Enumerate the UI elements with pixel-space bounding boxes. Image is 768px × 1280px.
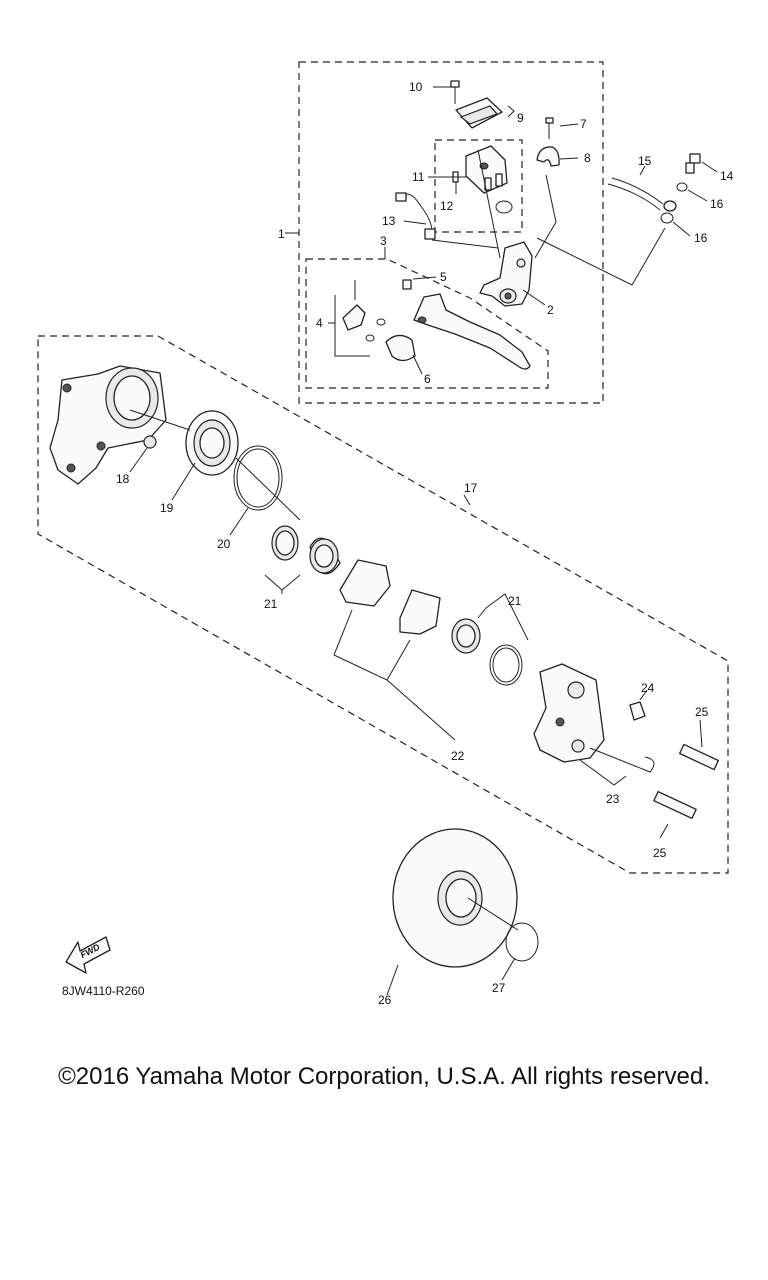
leader-lines (129, 86, 718, 996)
callout-26: 26 (378, 993, 392, 1007)
callout-5: 5 (440, 270, 447, 284)
lever-assembly-frame (305, 258, 549, 389)
callout-9: 9 (517, 111, 524, 125)
callout-11: 11 (412, 170, 425, 184)
caliper-assembly-frame (37, 335, 729, 874)
callout-21a: 21 (264, 597, 278, 611)
caliper-parts (49, 365, 719, 820)
callout-3: 3 (380, 234, 387, 248)
callout-18: 18 (116, 472, 130, 486)
callout-13: 13 (382, 214, 396, 228)
callout-16a: 16 (710, 197, 724, 211)
callout-15: 15 (638, 154, 652, 168)
callout-7: 7 (580, 117, 587, 131)
fwd-arrow-icon: FWD (65, 936, 111, 974)
callout-27: 27 (492, 981, 506, 995)
callout-2: 2 (547, 303, 554, 317)
disc-circlip (505, 922, 539, 962)
callout-8: 8 (584, 151, 591, 165)
callout-4: 4 (316, 316, 323, 330)
brake-lever (413, 293, 531, 370)
diagram-code: 8JW4110-R260 (62, 984, 145, 998)
brake-pad-outer (339, 559, 391, 607)
master-cylinder-holder (536, 146, 560, 167)
brake-disc (392, 828, 518, 968)
callout-10: 10 (409, 80, 423, 94)
callout-17: 17 (464, 481, 478, 495)
callout-1: 1 (278, 227, 285, 241)
callout-21b: 21 (508, 594, 522, 608)
callout-24: 24 (641, 681, 655, 695)
exploded-parts-diagram: FWD 8JW4110-R260 10 9 7 8 11 12 13 1 3 5… (37, 61, 734, 1007)
copyright-notice: ©2016 Yamaha Motor Corporation, U.S.A. A… (58, 1063, 710, 1090)
callout-22: 22 (451, 749, 465, 763)
callout-12: 12 (440, 199, 454, 213)
caliper-body (533, 663, 605, 763)
callout-6: 6 (424, 372, 431, 386)
callout-25b: 25 (653, 846, 667, 860)
callout-20: 20 (217, 537, 231, 551)
callout-25a: 25 (695, 705, 709, 719)
callout-numbers: 10 9 7 8 11 12 13 1 3 5 4 6 2 15 14 16 1… (116, 80, 734, 1007)
callout-14: 14 (720, 169, 734, 183)
master-cylinder-assembly-frame (298, 61, 604, 404)
callout-19: 19 (160, 501, 174, 515)
brake-pad-inner (399, 589, 441, 635)
master-cylinder-parts (342, 80, 701, 370)
master-cylinder-body (479, 241, 533, 307)
callout-23: 23 (606, 792, 620, 806)
callout-16b: 16 (694, 231, 708, 245)
